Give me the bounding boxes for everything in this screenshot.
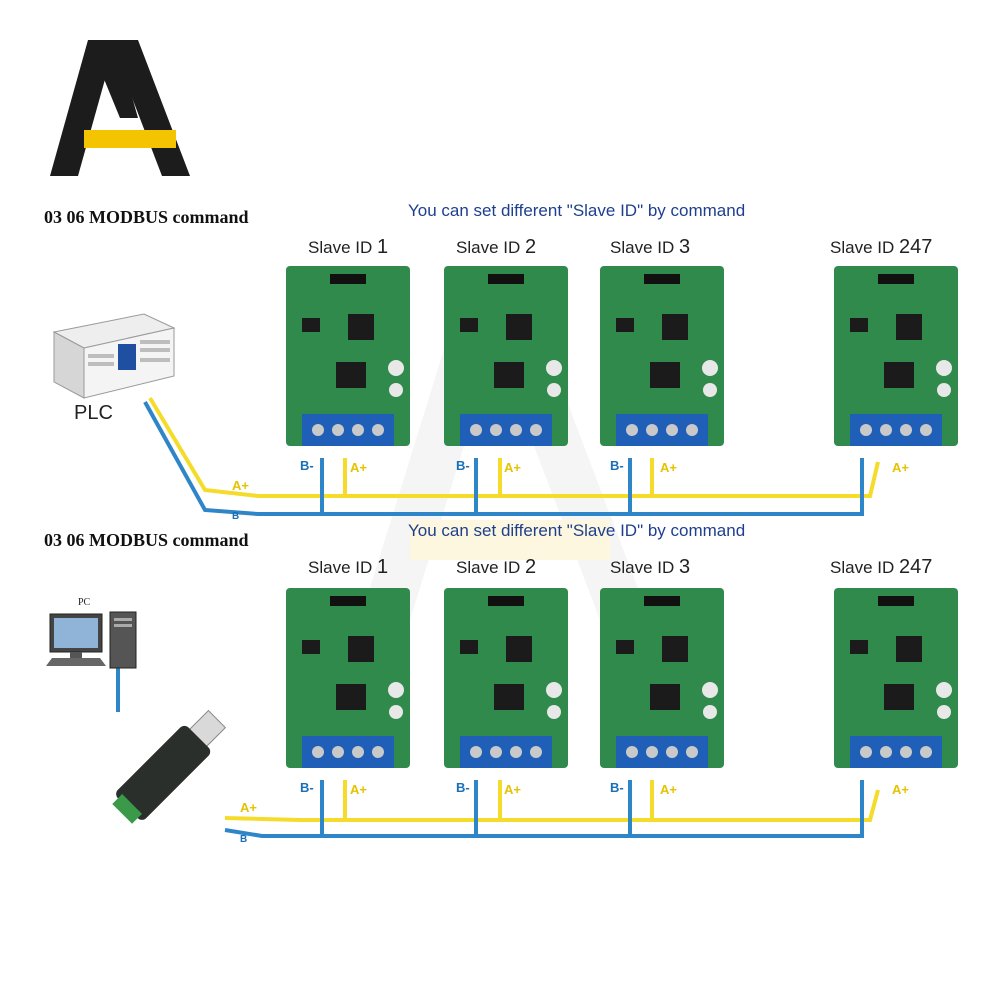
terminal-a-label: A+	[504, 460, 521, 475]
plc-device-icon	[48, 310, 180, 400]
terminal-a-label: A+	[350, 460, 367, 475]
plc-label: PLC	[74, 402, 113, 425]
slave-id-label: Slave ID 1	[308, 236, 388, 259]
terminal-b-label: B-	[610, 458, 624, 473]
terminal-a-label: A+	[660, 460, 677, 475]
pc-label: PC	[78, 597, 90, 608]
slave-id-label: Slave ID 247	[830, 236, 932, 259]
terminal-b-label: B-	[610, 780, 624, 795]
command-title: 03 06 MODBUS command	[44, 530, 249, 551]
command-title: 03 06 MODBUS command	[44, 207, 249, 228]
rs485-module-board	[834, 588, 958, 768]
rs485-module-board	[600, 588, 724, 768]
terminal-a-label: A+	[660, 782, 677, 797]
rs485-module-board	[286, 266, 410, 446]
bus-a-label: A+	[232, 478, 249, 493]
terminal-a-label: A+	[504, 782, 521, 797]
slave-id-label: Slave ID 2	[456, 236, 536, 259]
usb-rs485-adapter-icon	[96, 700, 236, 840]
slave-id-label: Slave ID 3	[610, 236, 690, 259]
bus-b-label: B	[240, 834, 247, 845]
slave-id-label: Slave ID 1	[308, 556, 388, 579]
terminal-a-label: A+	[892, 782, 909, 797]
terminal-b-label: B-	[456, 780, 470, 795]
terminal-b-label: B-	[300, 780, 314, 795]
terminal-b-label: B-	[300, 458, 314, 473]
rs485-module-board	[834, 266, 958, 446]
terminal-a-label: A+	[892, 460, 909, 475]
terminal-a-label: A+	[350, 782, 367, 797]
slave-id-hint: You can set different "Slave ID" by comm…	[408, 201, 745, 221]
computer-icon	[46, 610, 142, 672]
slave-id-label: Slave ID 3	[610, 556, 690, 579]
slave-id-label: Slave ID 2	[456, 556, 536, 579]
rs485-module-board	[444, 266, 568, 446]
bus-b-label: B	[232, 511, 239, 522]
rs485-module-board	[600, 266, 724, 446]
rs485-module-board	[286, 588, 410, 768]
slave-id-label: Slave ID 247	[830, 556, 932, 579]
slave-id-hint: You can set different "Slave ID" by comm…	[408, 521, 745, 541]
terminal-b-label: B-	[456, 458, 470, 473]
rs485-module-board	[444, 588, 568, 768]
bus-a-label: A+	[240, 800, 257, 815]
